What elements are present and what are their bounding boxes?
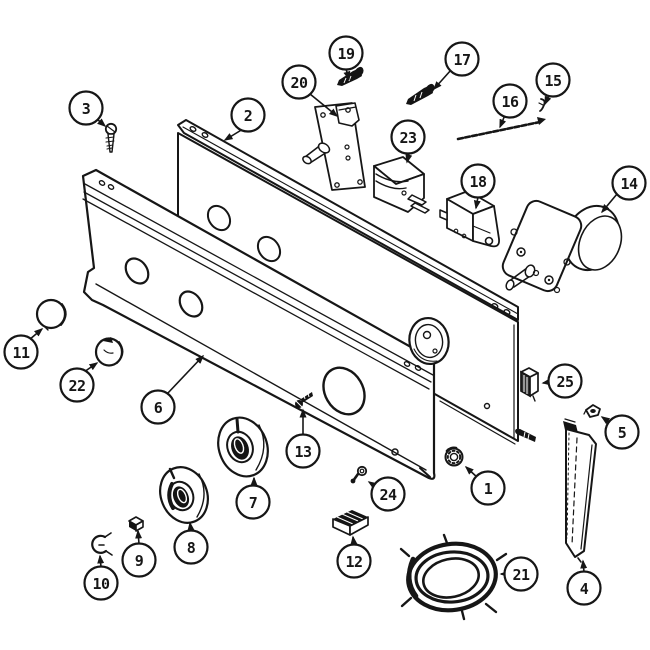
callout-2: 2 xyxy=(223,97,266,141)
callout-18: 18 xyxy=(460,163,496,210)
part-5-clip xyxy=(583,404,601,418)
part-6-control-panel xyxy=(81,168,436,480)
part-11-cap xyxy=(35,298,67,331)
svg-text:7: 7 xyxy=(249,494,258,512)
part-3-screw xyxy=(104,122,118,153)
svg-text:19: 19 xyxy=(337,45,355,63)
callout-10: 10 xyxy=(83,554,119,601)
part-25-switch xyxy=(520,367,539,402)
svg-text:4: 4 xyxy=(580,580,589,598)
part-15-clip xyxy=(538,98,546,112)
callout-5: 5 xyxy=(600,414,640,450)
callout-12: 12 xyxy=(336,535,372,579)
callout-16: 16 xyxy=(492,83,528,129)
timer-shaft xyxy=(505,264,536,291)
svg-text:15: 15 xyxy=(544,72,562,90)
callout-19: 19 xyxy=(328,35,364,81)
svg-text:20: 20 xyxy=(290,74,308,92)
svg-text:9: 9 xyxy=(135,552,144,570)
callout-3: 3 xyxy=(68,90,107,127)
svg-text:3: 3 xyxy=(82,100,91,118)
callout-15: 15 xyxy=(535,62,571,106)
callout-17: 17 xyxy=(432,41,480,91)
callout-22: 22 xyxy=(59,362,99,403)
part-23-switch xyxy=(373,156,430,214)
svg-text:21: 21 xyxy=(512,566,530,584)
part-10-clip xyxy=(91,532,113,556)
svg-text:14: 14 xyxy=(620,175,638,193)
part-4-end-cap xyxy=(563,418,597,563)
part-22-knob xyxy=(94,337,124,367)
callout-13: 13 xyxy=(285,408,321,469)
callout-14: 14 xyxy=(601,165,647,214)
svg-text:11: 11 xyxy=(12,344,30,362)
svg-text:1: 1 xyxy=(484,480,493,498)
svg-text:23: 23 xyxy=(399,129,417,147)
svg-text:5: 5 xyxy=(618,424,627,442)
svg-text:24: 24 xyxy=(379,486,397,504)
svg-text:13: 13 xyxy=(294,443,312,461)
part-18-relay-block xyxy=(439,190,500,248)
callout-4: 4 xyxy=(566,559,602,606)
svg-text:18: 18 xyxy=(469,173,487,191)
part-13-screw xyxy=(295,392,313,408)
part-8-knob xyxy=(159,466,209,524)
svg-text:16: 16 xyxy=(501,93,519,111)
callout-9: 9 xyxy=(121,529,157,578)
callout-7: 7 xyxy=(235,476,271,520)
svg-text:2: 2 xyxy=(244,107,253,125)
part-21-wire-harness xyxy=(399,533,508,621)
svg-text:22: 22 xyxy=(68,377,85,395)
part-16-rod xyxy=(456,117,546,141)
svg-text:25: 25 xyxy=(556,373,574,391)
part-17-screw xyxy=(406,83,435,105)
svg-text:6: 6 xyxy=(154,399,163,417)
part-9-clip xyxy=(128,516,144,532)
svg-text:10: 10 xyxy=(92,575,110,593)
callout-6: 6 xyxy=(140,354,205,425)
callout-8: 8 xyxy=(173,521,209,565)
callout-24: 24 xyxy=(367,476,406,512)
part-1-nut xyxy=(444,446,464,467)
svg-text:12: 12 xyxy=(345,553,362,571)
part-12-block xyxy=(332,510,369,536)
callout-11: 11 xyxy=(3,328,44,370)
callout-25: 25 xyxy=(541,363,583,399)
svg-text:8: 8 xyxy=(187,539,196,557)
callout-23: 23 xyxy=(390,119,426,164)
callout-1: 1 xyxy=(464,465,506,506)
callouts: 1 2 3 4 5 6 7 8 9 10 11 12 13 14 15 16 1… xyxy=(3,35,647,606)
panel-corner-screw xyxy=(515,428,536,442)
part-7-knob xyxy=(217,416,269,478)
switch-shaft xyxy=(302,142,331,165)
timer-mounting-plate xyxy=(403,316,450,371)
part-14-timer xyxy=(501,199,623,294)
callout-21: 21 xyxy=(499,556,539,592)
callout-20: 20 xyxy=(281,64,339,117)
part-24-fastener xyxy=(350,465,368,484)
part-20-switch-plate xyxy=(302,102,366,191)
svg-text:17: 17 xyxy=(453,51,470,69)
